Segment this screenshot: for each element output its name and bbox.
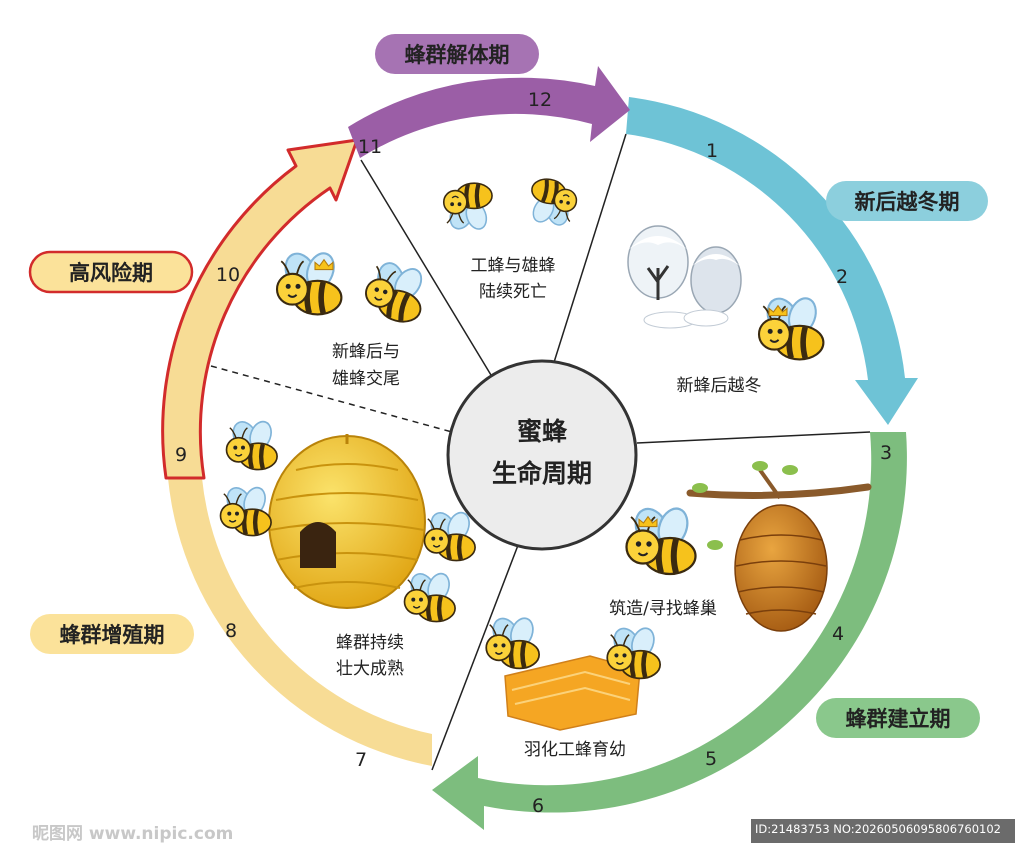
arc-colony-growth — [168, 478, 432, 766]
sector-mating-line2: 雄蜂交尾 — [332, 369, 400, 389]
month-4: 4 — [832, 623, 844, 645]
month-6: 6 — [532, 795, 544, 817]
month-7: 7 — [355, 749, 367, 771]
sector-labels: 工蜂与雄蜂 陆续死亡 新蜂后越冬 筑造/寻找蜂巢 羽化工蜂育幼 蜂群持续 壮大成… — [332, 256, 762, 760]
pill-colony-growth-label: 蜂群增殖期 — [60, 623, 165, 647]
month-5: 5 — [705, 748, 717, 770]
pill-queen-winter-label: 新后越冬期 — [855, 190, 960, 214]
month-11: 11 — [358, 136, 382, 158]
pill-disband-label: 蜂群解体期 — [405, 43, 510, 67]
pill-queen-winter: 新后越冬期 — [826, 181, 988, 221]
arc-disband — [348, 66, 630, 158]
month-10: 10 — [216, 264, 240, 286]
month-numbers: 1 2 3 4 5 6 7 8 9 10 11 12 — [175, 89, 892, 817]
center-circle — [446, 359, 638, 551]
sector-dividers — [210, 133, 871, 771]
arc-queen-winter — [626, 97, 918, 425]
center-title-line2: 生命周期 — [492, 459, 592, 488]
month-2: 2 — [836, 266, 848, 288]
pill-disband: 蜂群解体期 — [375, 34, 539, 74]
arc-high-risk — [161, 138, 359, 480]
snowy-trees-illustration — [627, 225, 823, 359]
footer-id: ID:21483753 NO:20260506095806760102 — [755, 822, 1001, 836]
pill-colony-build: 蜂群建立期 — [816, 698, 980, 738]
sector-grow-line2: 壮大成熟 — [336, 658, 404, 679]
month-1: 1 — [706, 140, 718, 162]
sector-winter-line1: 新蜂后越冬 — [677, 376, 762, 396]
center-title-line1: 蜜蜂 — [517, 417, 568, 446]
month-8: 8 — [225, 620, 237, 642]
mating-bees-illustration — [277, 249, 431, 326]
beehive-illustration — [221, 418, 476, 622]
pill-colony-build-label: 蜂群建立期 — [846, 707, 951, 731]
hanging-hive-illustration — [627, 461, 872, 632]
footer-logo: 昵图网 www.nipic.com — [32, 824, 234, 844]
arc-colony-build — [432, 432, 907, 830]
month-12: 12 — [528, 89, 552, 111]
month-9: 9 — [175, 444, 187, 466]
pill-high-risk-label: 高风险期 — [69, 261, 153, 285]
sector-hatch-line1: 羽化工蜂育幼 — [524, 740, 626, 760]
honeycomb-illustration — [486, 614, 660, 731]
pill-colony-growth: 蜂群增殖期 — [30, 614, 194, 654]
sector-nest-line1: 筑造/寻找蜂巢 — [609, 599, 717, 619]
sector-mating-line1: 新蜂后与 — [332, 342, 400, 362]
pill-high-risk: 高风险期 — [28, 250, 194, 294]
sector-grow-line1: 蜂群持续 — [336, 633, 404, 653]
sector-death-line1: 工蜂与雄蜂 — [471, 256, 556, 276]
footer-id-bar — [751, 819, 1015, 843]
month-3: 3 — [880, 442, 892, 464]
dead-bees-illustration — [444, 174, 582, 233]
ring — [161, 66, 918, 830]
sector-death-line2: 陆续死亡 — [479, 282, 547, 302]
